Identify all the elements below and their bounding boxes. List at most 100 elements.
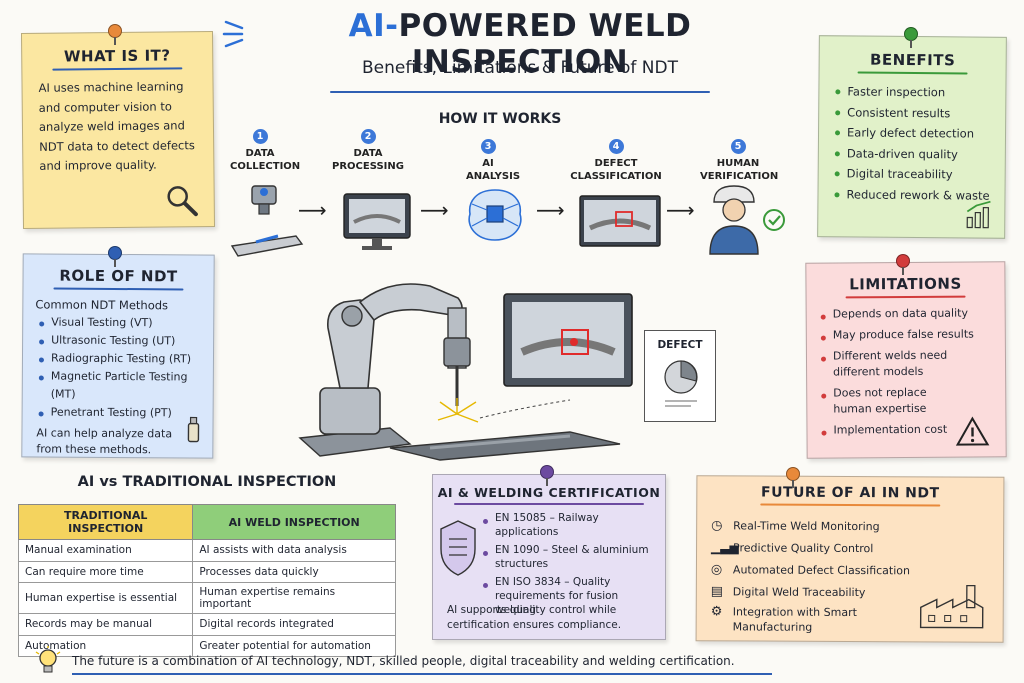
page-subtitle: Benefits, Limitations & Future of NDT	[362, 58, 678, 78]
step-label: AI ANALYSIS	[466, 158, 521, 182]
list-item: ◎ Automated Defect Classification	[711, 558, 911, 581]
inspector-icon	[709, 185, 785, 255]
lightbulb-icon	[35, 646, 61, 673]
list-item: ◷ Real-Time Weld Monitoring	[711, 514, 911, 537]
pie-chart-icon	[664, 360, 698, 407]
page-title: AI-POWERED WELD INSPECTION	[250, 8, 790, 80]
role-title: ROLE OF NDT	[59, 266, 178, 286]
limitations-note: LIMITATIONS Depends on data quality May …	[805, 261, 1007, 459]
spray-can-icon	[187, 416, 200, 443]
benefits-note: BENEFITS Faster inspection Consistent re…	[817, 35, 1007, 239]
welding-robot-illustration	[298, 283, 621, 461]
chart-icon: ▁▃▅	[711, 540, 739, 555]
future-item-label: Real-Time Weld Monitoring	[733, 518, 880, 533]
step-number: 5	[730, 139, 746, 154]
defect-report-card: DEFECT	[644, 330, 716, 422]
title-underline	[330, 91, 710, 93]
arrow-right-icon: ⟶	[536, 198, 565, 222]
list-item: Different welds need different models	[819, 347, 997, 380]
arrow-right-icon: ⟶	[298, 198, 327, 222]
blue-pin-icon	[108, 246, 122, 267]
role-of-ndt-note: ROLE OF NDT Common NDT Methods Visual Te…	[21, 253, 215, 459]
table-cell: Processes data quickly	[192, 560, 396, 583]
future-title: FUTURE OF AI IN NDT	[761, 484, 940, 502]
list-item: ⚙ Integration with Smart Manufacturing	[711, 602, 911, 637]
table-cell: Records may be manual	[17, 613, 194, 636]
step-number: 4	[608, 139, 624, 154]
what-is-it-title: WHAT IS IT?	[63, 46, 171, 66]
arrow-right-icon: ⟶	[666, 198, 695, 222]
magnifier-icon	[167, 186, 198, 217]
limitations-title: LIMITATIONS	[849, 274, 962, 294]
step-number: 3	[480, 139, 496, 154]
footer-underline	[72, 673, 772, 675]
step-number: 2	[360, 129, 376, 144]
sparkle-lines-icon	[222, 20, 244, 48]
table-cell: Can require more time	[17, 560, 194, 583]
list-item: Magnetic Particle Testing (MT)	[37, 367, 213, 404]
table-cell: Digital records integrated	[192, 613, 396, 636]
traditional-header: TRADITIONAL INSPECTION	[17, 504, 194, 540]
step-label: DATA PROCESSING	[332, 148, 404, 172]
warning-icon	[955, 416, 990, 446]
comparison-title: AI vs TRADITIONAL INSPECTION	[77, 474, 337, 490]
step-number: 1	[252, 129, 268, 144]
future-item-label: Digital Weld Traceability	[732, 584, 866, 599]
benefits-list: Faster inspection Consistent results Ear…	[818, 73, 1005, 206]
future-note: FUTURE OF AI IN NDT ◷ Real-Time Weld Mon…	[695, 475, 1005, 643]
list-item: Data-driven quality	[833, 143, 1005, 165]
list-item: ▁▃▅ Predictive Quality Control	[711, 536, 911, 559]
how-it-works-title: HOW IT WORKS	[438, 111, 562, 127]
list-item: Faster inspection	[833, 81, 1005, 103]
defect-monitor-icon	[503, 293, 633, 387]
step-data-processing: 2 DATA PROCESSING	[322, 124, 414, 173]
step-label: DATA COLLECTION	[230, 148, 301, 172]
growth-chart-icon	[966, 200, 991, 229]
step-ai-analysis: 3 AI ANALYSIS	[442, 134, 534, 183]
list-item: EN 15085 – Railway applications	[481, 511, 661, 539]
role-intro: Common NDT Methods	[35, 297, 169, 313]
title-rest: POWERED WELD INSPECTION	[398, 8, 692, 80]
defect-label: DEFECT	[657, 339, 703, 351]
orange-pin-icon	[108, 24, 122, 45]
document-icon: ▤	[710, 583, 724, 599]
what-is-it-note: WHAT IS IT? AI uses machine learning and…	[20, 31, 216, 229]
ai-brain-icon	[468, 189, 522, 241]
table-cell: Greater potential for automation	[192, 634, 396, 657]
title-accent: AI-	[348, 8, 399, 44]
green-pin-icon	[904, 27, 918, 48]
future-item-label: Predictive Quality Control	[733, 540, 874, 555]
table-cell: Manual examination	[17, 539, 194, 562]
list-item: Radiographic Testing (RT)	[37, 349, 213, 368]
list-item: Does not replace human expertise	[819, 384, 997, 417]
factory-icon	[919, 584, 984, 629]
list-item: EN ISO 3834 – Quality requirements for f…	[481, 575, 661, 617]
future-list: ◷ Real-Time Weld Monitoring ▁▃▅ Predicti…	[711, 514, 912, 637]
certification-title: AI & WELDING CERTIFICATION	[437, 485, 661, 500]
step-defect-classification: 4 DEFECT CLASSIFICATION	[570, 134, 662, 183]
clock-icon: ◷	[711, 517, 723, 533]
shield-checklist-icon	[440, 520, 476, 576]
step-human-verification: 5 HUMAN VERIFICATION	[692, 134, 784, 183]
monitor-icon	[343, 193, 411, 250]
table-cell: Human expertise is essential	[17, 582, 194, 614]
list-item: ▤ Digital Weld Traceability	[711, 580, 911, 603]
comparison-table: TRADITIONAL INSPECTION AI WELD INSPECTIO…	[17, 504, 396, 657]
list-item: Depends on data quality	[819, 305, 997, 322]
gear-icon: ⚙	[710, 604, 723, 620]
step-label: DEFECT CLASSIFICATION	[570, 158, 662, 182]
list-item: May produce false results	[819, 326, 997, 343]
table-cell: Automation	[17, 634, 194, 657]
benefits-title: BENEFITS	[869, 50, 956, 70]
orange-pin-icon	[786, 467, 800, 488]
arrow-right-icon: ⟶	[420, 198, 449, 222]
table-cell: AI assists with data analysis	[192, 539, 396, 562]
footer-text: The future is a combination of AI techno…	[72, 654, 735, 668]
step-data-collection: 1 DATA COLLECTION	[214, 124, 306, 173]
list-item: Ultrasonic Testing (UT)	[37, 331, 213, 350]
list-item: Consistent results	[833, 102, 1005, 124]
camera-station-icon	[230, 185, 304, 257]
